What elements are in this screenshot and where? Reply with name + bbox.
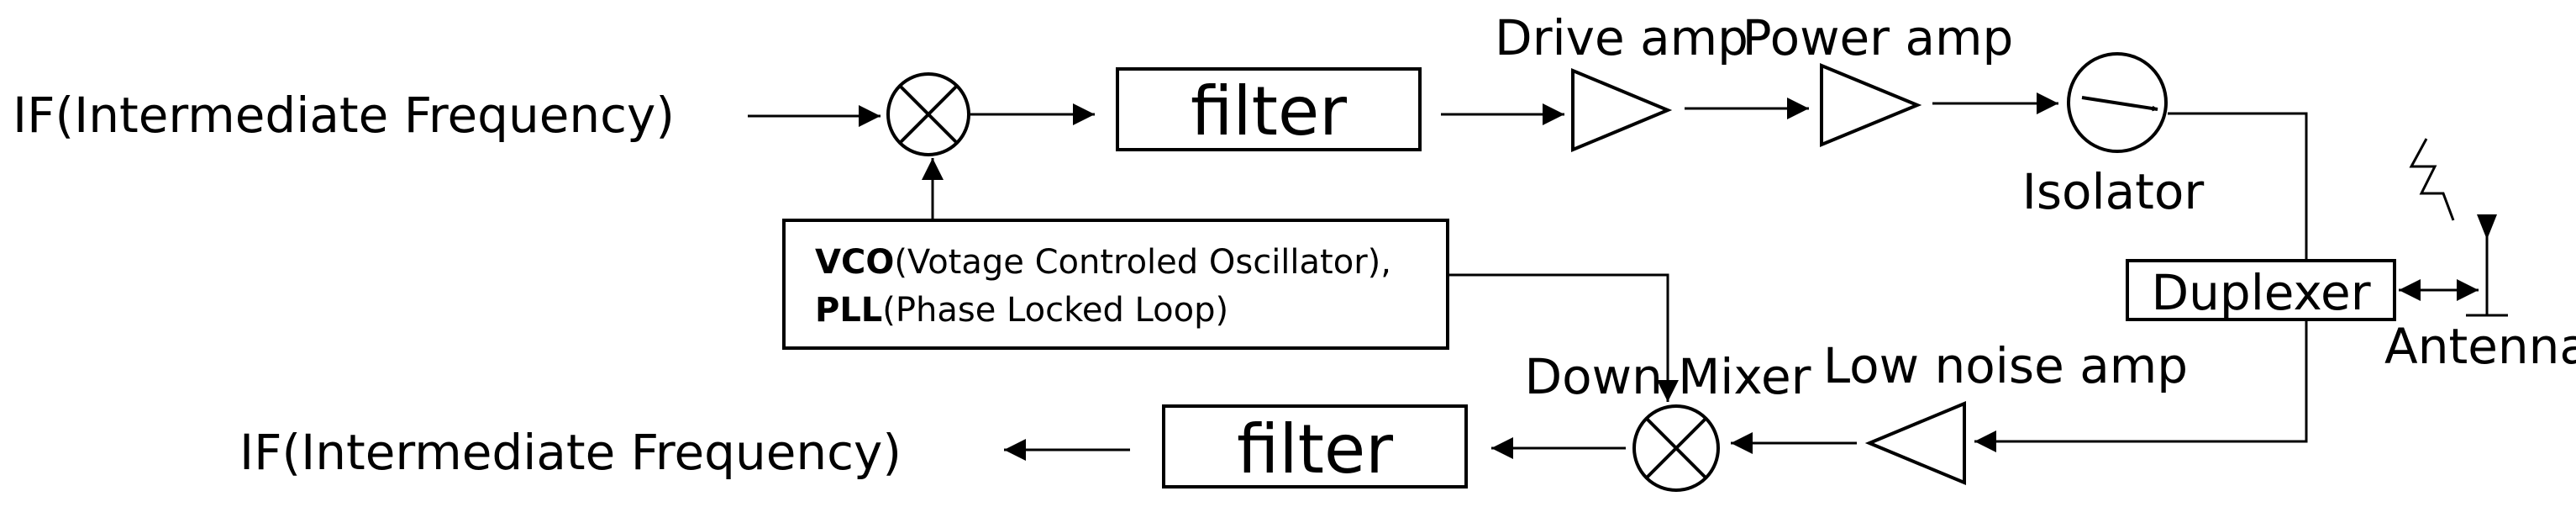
rx-if-label: IF(Intermediate Frequency) (239, 424, 902, 481)
rx-filter-label: filter (1237, 410, 1393, 489)
isolator-label: Isolator (2022, 163, 2205, 220)
vco-pll-line-2: PLL(Phase Locked Loop) (815, 291, 1228, 330)
vco-pll-line-1: VCO(Votage Controled Oscillator), (815, 243, 1391, 282)
isolator-symbol (2067, 52, 2168, 153)
drive-amp-label: Drive amp (1495, 9, 1748, 66)
vco-full-name: (Votage Controled Oscillator), (894, 243, 1391, 282)
vco-to-down-mixer-arrow (1448, 273, 1679, 402)
duplexer-to-lna-arrow (1974, 320, 2308, 452)
rx-filter-box (1162, 404, 1468, 489)
tx-if-label: IF(Intermediate Frequency) (13, 87, 675, 144)
antenna-symbol (2466, 214, 2508, 317)
vco-abbr: VCO (815, 243, 894, 282)
antenna-label: Antenna (2384, 318, 2576, 375)
duplexer-label: Duplexer (2151, 264, 2370, 321)
isolator-to-duplexer-line (2168, 112, 2308, 261)
drive-amp-symbol (1571, 68, 1673, 152)
power-amp-label: Power amp (1743, 9, 2014, 66)
vco-pll-box (782, 219, 1449, 350)
tx-filter-label: filter (1191, 72, 1347, 151)
power-amp-symbol (1820, 63, 1922, 147)
pll-abbr: PLL (815, 291, 882, 330)
tx-filter-box (1116, 67, 1422, 151)
down-mixer-symbol (1632, 404, 1720, 492)
lna-symbol (1864, 401, 1966, 485)
down-mixer-label: Down Mixer (1524, 348, 1811, 405)
lna-label: Low noise amp (1823, 337, 2188, 394)
lightning-bolt-icon (2409, 138, 2455, 221)
pll-full-name: (Phase Locked Loop) (882, 291, 1228, 330)
duplexer-box (2126, 259, 2396, 321)
tx-mixer-symbol (886, 72, 970, 156)
